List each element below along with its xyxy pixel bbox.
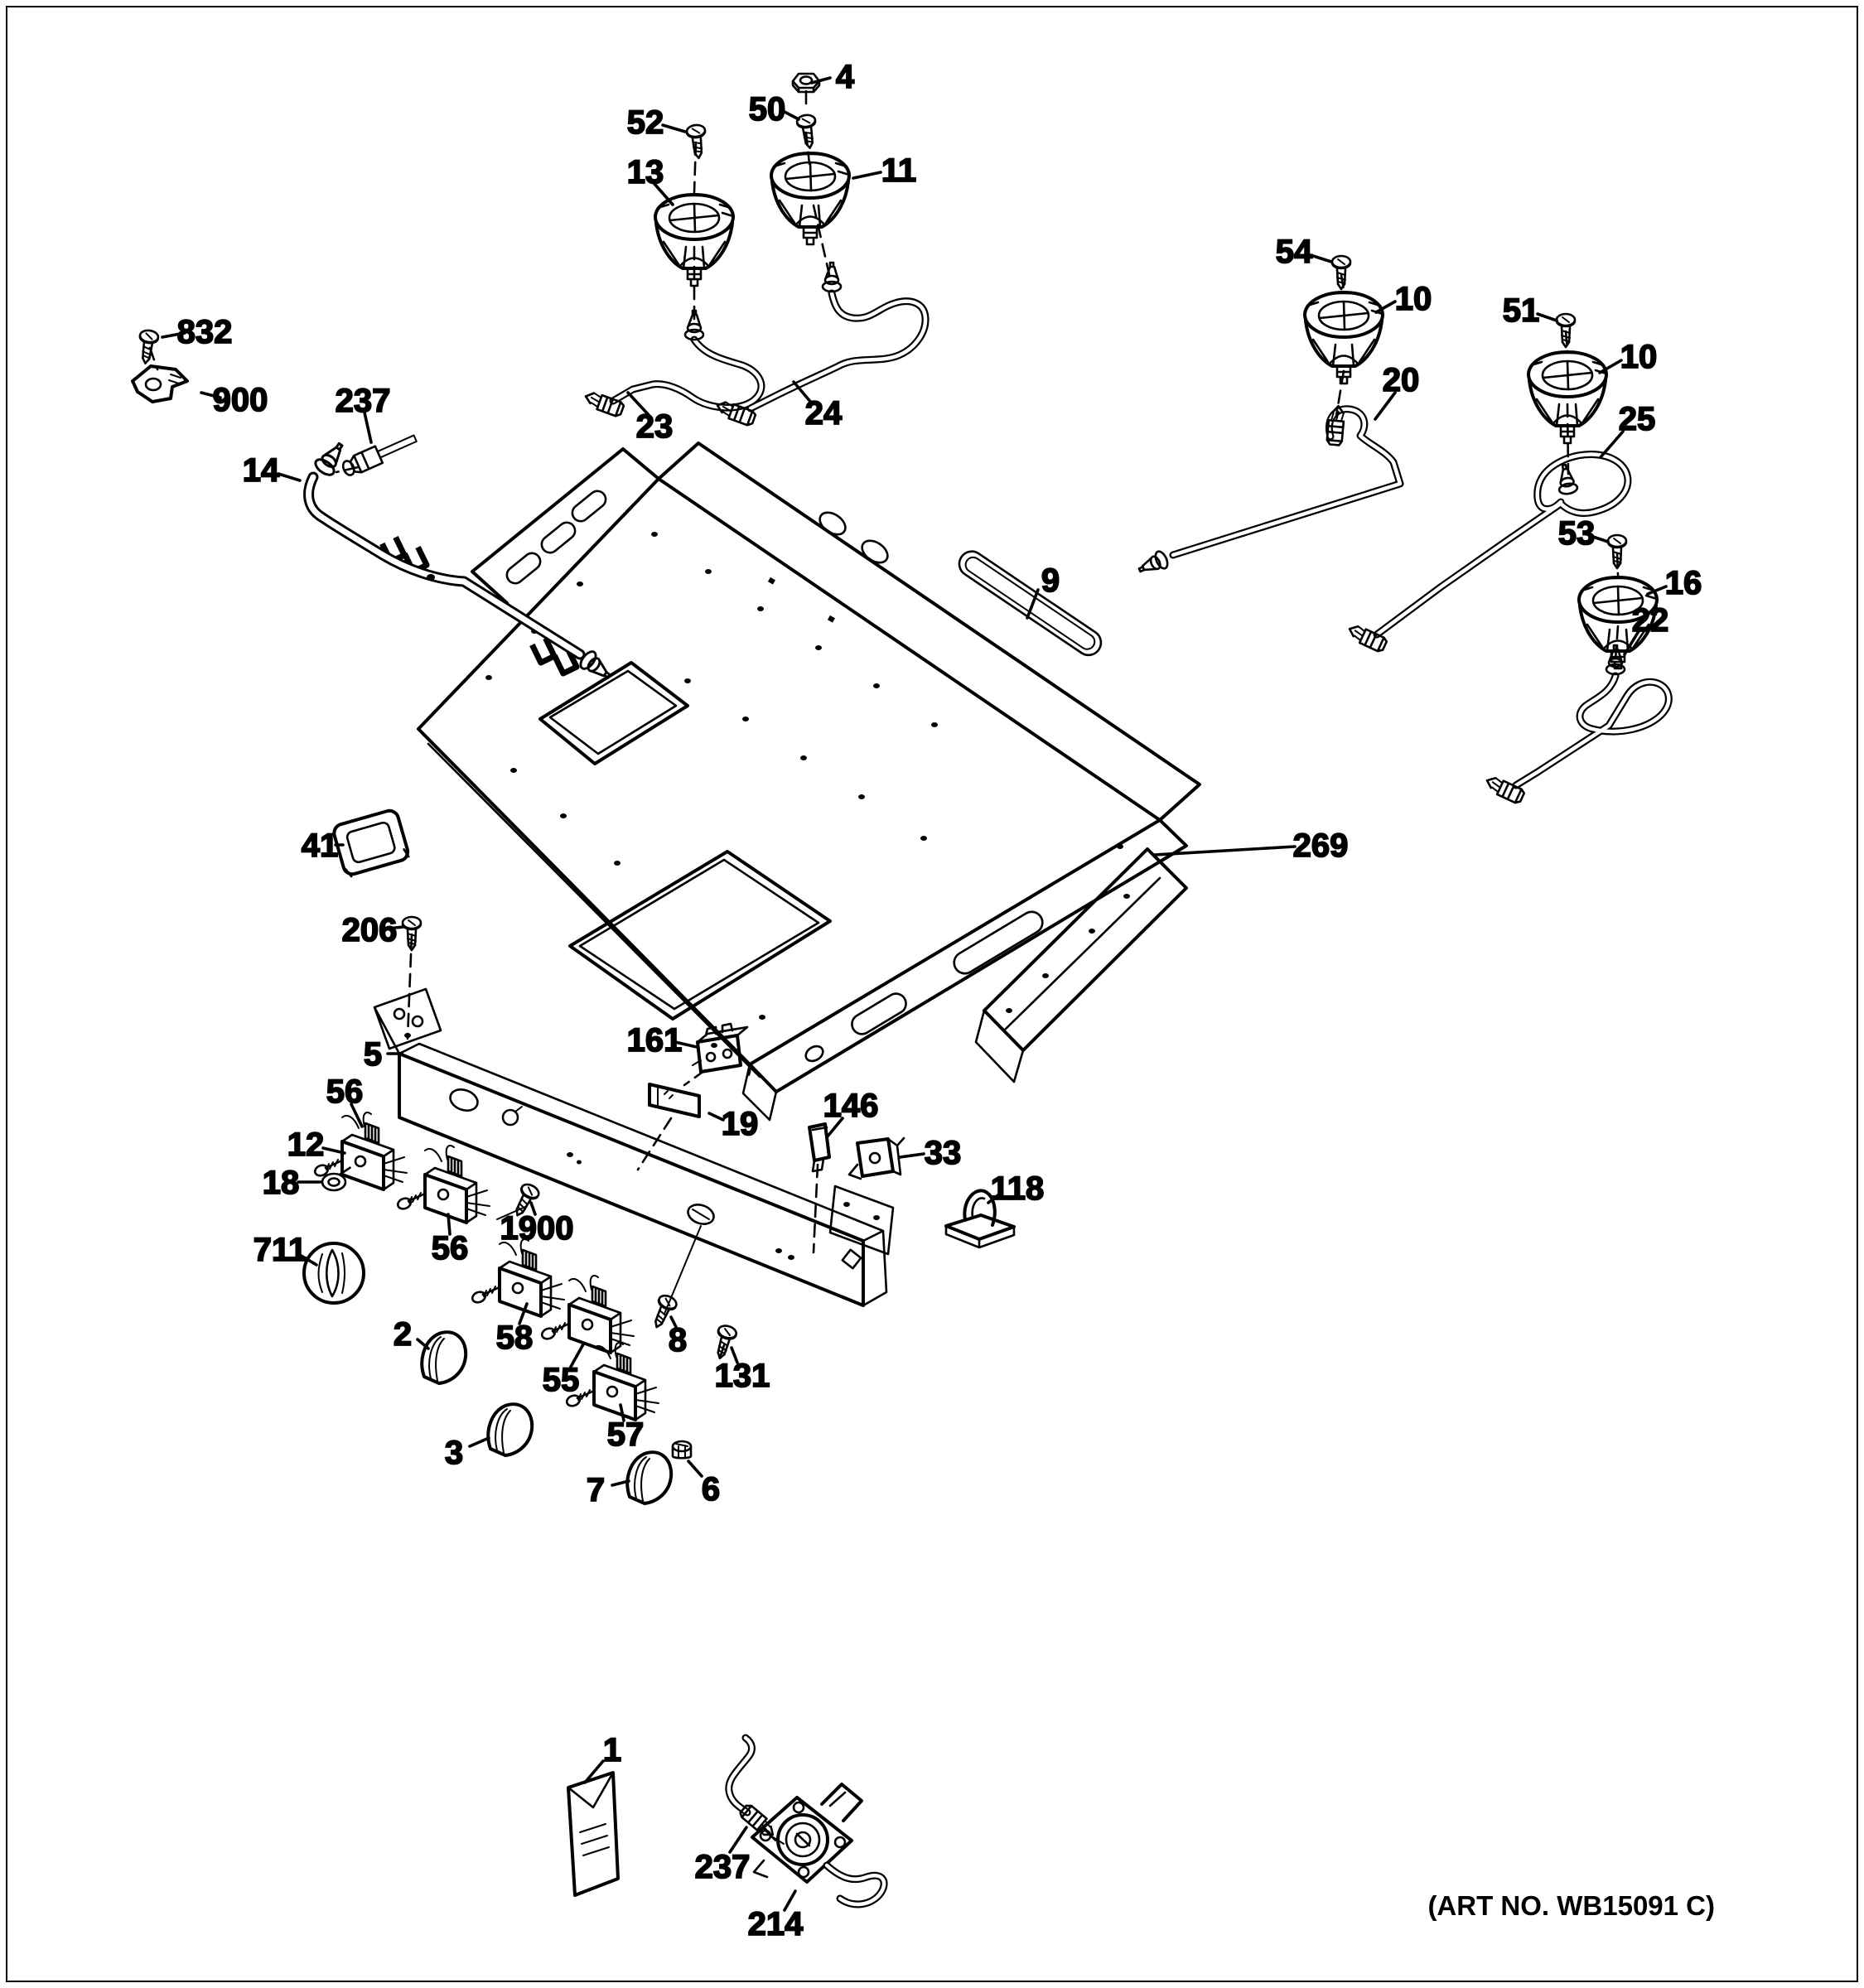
burner-tube-23 [582,309,765,419]
callout-labels: 4 50 52 13 11 54 10 51 10 20 25 53 16 22… [176,58,1702,1943]
burner-head-10a [1303,291,1384,385]
callout-214: 214 [748,1906,804,1942]
bracket-900 [131,364,189,403]
callout-7: 7 [587,1472,605,1508]
callout-55: 55 [543,1362,580,1398]
leader-lines [161,76,1668,1912]
callout-4: 4 [836,59,855,95]
callout-33: 33 [925,1135,962,1171]
callout-131: 131 [715,1358,770,1394]
callout-56b: 56 [432,1230,469,1267]
callout-57: 57 [607,1416,645,1453]
callout-19: 19 [722,1106,759,1142]
trim-rail-269 [974,847,1188,1083]
callout-25: 25 [1619,401,1656,437]
callout-51: 51 [1503,292,1540,329]
art-number: (ART NO. WB15091 C) [1427,1890,1715,1921]
callout-50: 50 [749,91,786,128]
burner-tube-24 [713,261,930,428]
clip-146 [808,1122,831,1173]
gas-valve-55 [538,1273,635,1354]
callout-23: 23 [636,408,674,445]
switch-33 [847,1136,905,1180]
callout-1900: 1900 [500,1210,574,1247]
assembly-axis-lines [148,89,1620,1845]
callout-24: 24 [805,395,843,432]
instruction-packet-1 [567,1771,620,1897]
pressure-regulator-214 [751,1783,888,1908]
knob-3 [486,1402,534,1457]
regulator-tube-237-bottom [725,1734,780,1841]
callout-118: 118 [991,1170,1045,1207]
knob-7 [625,1450,674,1505]
orifice-fitting-237-top [341,434,418,476]
burner-head-11 [770,152,851,246]
callout-1: 1 [603,1732,621,1768]
callout-12: 12 [287,1127,325,1163]
page-border [6,6,1858,1982]
nut-6 [671,1440,693,1460]
callout-56a: 56 [326,1074,364,1110]
callout-9: 9 [1041,562,1060,599]
callout-6: 6 [702,1471,720,1508]
knob-2 [420,1330,468,1385]
callout-900: 900 [213,382,268,418]
callout-2: 2 [394,1316,412,1353]
bracket-plate-19 [648,1083,701,1118]
callout-54: 54 [1276,234,1313,270]
screw-54 [1330,254,1352,291]
gas-valve-56 [394,1143,491,1224]
callout-206: 206 [342,912,398,948]
screw-52 [685,123,709,161]
gas-supply-pipe-14 [303,437,617,686]
pipe-inlet-fitting [311,437,350,480]
callout-832: 832 [177,314,233,350]
callout-58: 58 [496,1320,534,1356]
burner-tube-22 [1482,644,1673,806]
burner-tube-25 [1345,450,1632,654]
screw-832 [135,328,161,366]
callout-161: 161 [627,1022,683,1059]
callout-146: 146 [823,1088,879,1124]
burner-box-panel-9 [417,442,1201,1122]
callout-16: 16 [1665,565,1702,601]
callout-13: 13 [627,154,664,191]
callout-53: 53 [1558,515,1596,552]
callout-22: 22 [1632,602,1669,639]
burner-tube-20 [1134,404,1404,580]
callout-10b: 10 [1620,339,1658,375]
callout-10a: 10 [1395,281,1432,317]
callout-5: 5 [364,1036,382,1073]
cap-41 [332,808,410,878]
gas-valve-58 [469,1237,566,1318]
callout-237-bottom: 237 [695,1849,751,1885]
washer-18 [321,1172,347,1192]
callout-11: 11 [881,152,916,189]
callout-41: 41 [302,828,339,864]
callout-52: 52 [627,104,664,141]
callout-8: 8 [669,1322,687,1358]
callout-237-top: 237 [336,383,391,419]
igniter-dome-118 [944,1189,1016,1249]
callout-18: 18 [263,1165,300,1201]
manifold-bracket-5 [373,987,895,1307]
callout-14: 14 [243,452,280,489]
knob-711 [302,1242,365,1305]
callout-269: 269 [1293,828,1349,864]
callout-711: 711 [254,1232,307,1268]
callout-20: 20 [1383,362,1420,398]
callout-3: 3 [445,1435,463,1471]
spark-module-161 [692,1022,751,1076]
